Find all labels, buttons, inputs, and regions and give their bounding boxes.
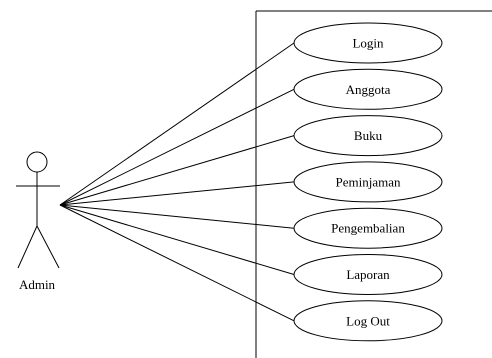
use-case-ellipse (293, 207, 443, 249)
association-line-peminjaman (59, 181, 295, 206)
actor-head (26, 151, 48, 173)
use-case-label: Peminjaman (336, 174, 401, 189)
use-case-peminjaman: Peminjaman (293, 161, 443, 203)
association-line-login (59, 42, 295, 206)
use-case-log-out: Log Out (293, 300, 443, 342)
association-line-pengembalian (59, 204, 295, 229)
use-case-ellipse (293, 115, 443, 157)
association-line-anggota (59, 88, 295, 206)
use-case-label: Pengembalian (331, 221, 405, 236)
actor-left-leg (17, 225, 38, 269)
association-line-laporan (59, 204, 295, 275)
use-case-label: Buku (354, 128, 383, 143)
use-cases: LoginAnggotaBukuPeminjamanPengembalianLa… (293, 22, 443, 342)
association-line-log-out (59, 204, 295, 322)
use-case-ellipse (293, 161, 443, 203)
use-case-label: Anggota (346, 82, 391, 97)
use-case-label: Laporan (346, 267, 390, 282)
use-case-pengembalian: Pengembalian (293, 207, 443, 249)
use-case-ellipse (293, 300, 443, 342)
use-case-buku: Buku (293, 115, 443, 157)
use-case-anggota: Anggota (293, 68, 443, 110)
actor-right-leg (36, 225, 60, 269)
association-line-buku (59, 135, 295, 206)
use-case-label: Log Out (346, 313, 390, 328)
use-case-ellipse (293, 22, 443, 64)
use-case-label: Login (352, 36, 384, 51)
use-case-laporan: Laporan (293, 254, 443, 295)
actor-label: Admin (19, 277, 56, 292)
use-case-ellipse (293, 254, 443, 295)
actor-admin: Admin (16, 151, 60, 292)
use-case-ellipse (293, 68, 443, 110)
use-case-login: Login (293, 22, 443, 64)
association-lines (59, 42, 295, 322)
